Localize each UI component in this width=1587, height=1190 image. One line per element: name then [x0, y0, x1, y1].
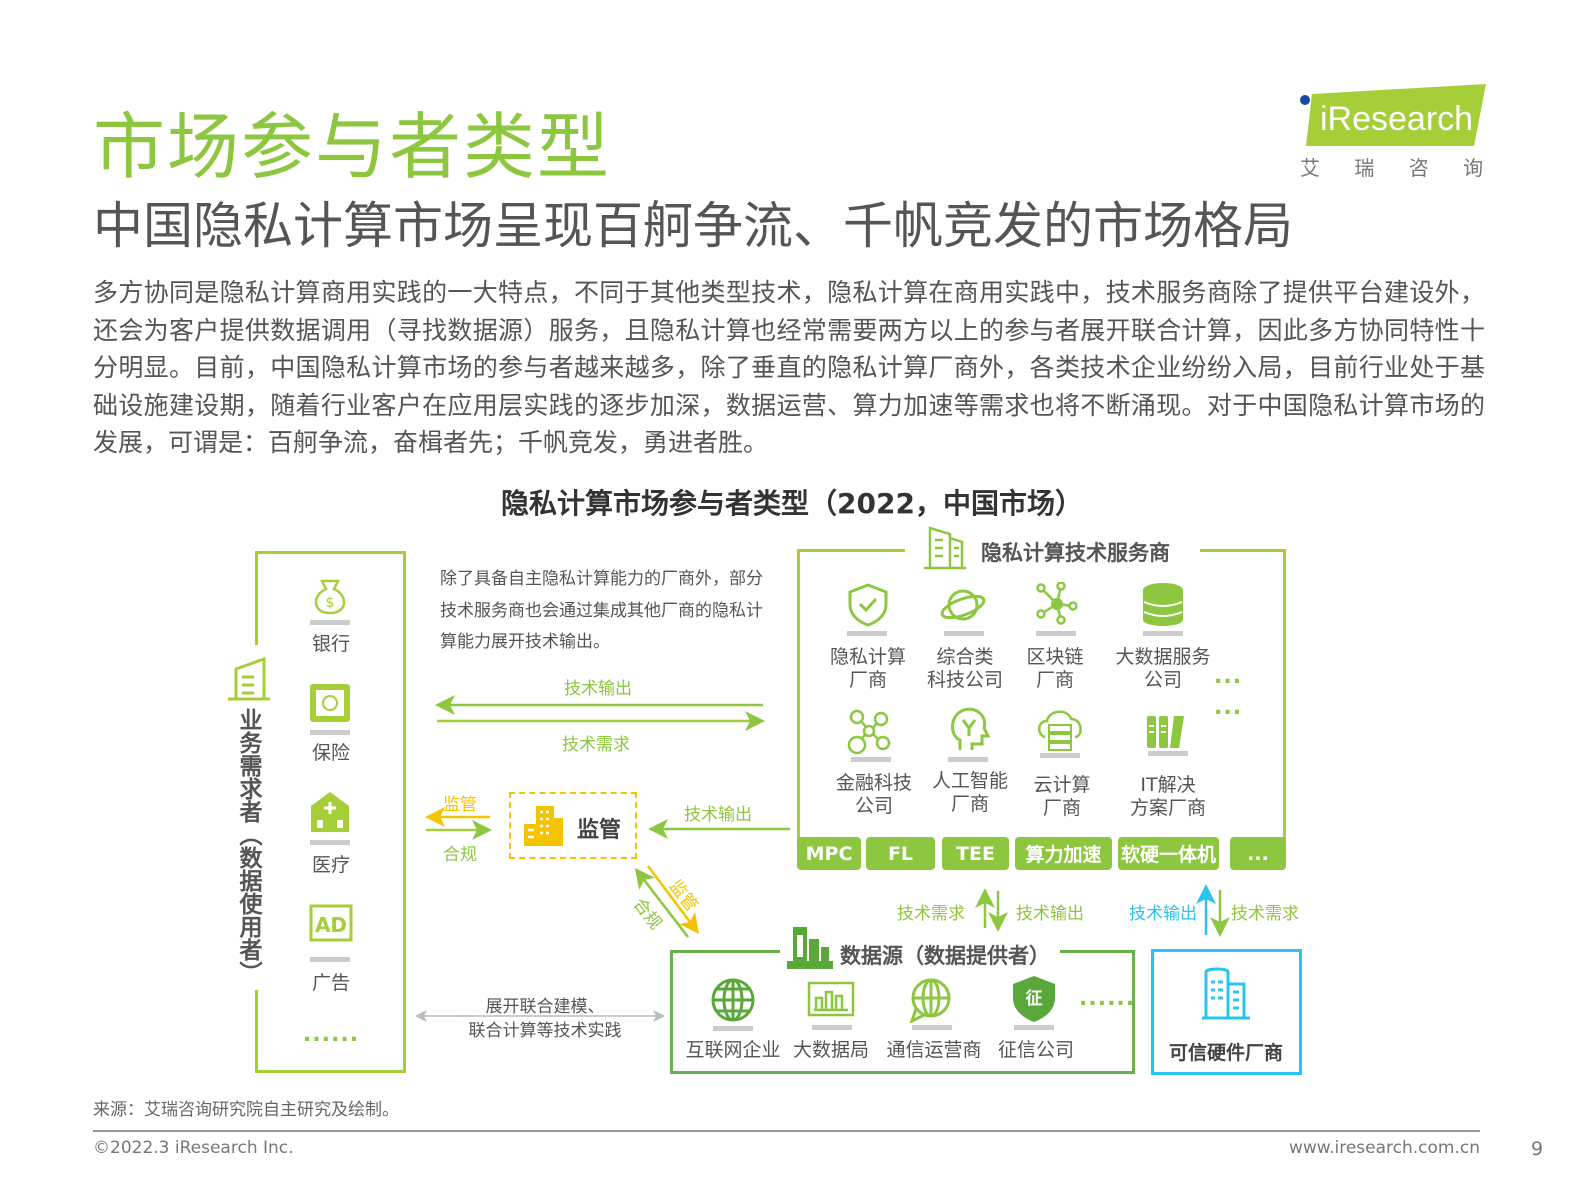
tab-integrated-machine: 软硬一体机: [1118, 837, 1219, 870]
hardware-building-icon: [1202, 967, 1250, 1020]
logo-mark: iResearch: [1300, 84, 1486, 146]
building-icon: [228, 656, 270, 701]
safe-icon: [310, 684, 350, 722]
supervise-label: 监管: [443, 795, 477, 815]
demand-item: 广告: [311, 972, 351, 994]
hospital-icon: [311, 792, 349, 832]
credit-shield-icon: 征: [1013, 976, 1055, 1022]
datasource-item: 大数据局: [792, 1039, 870, 1061]
footer-divider: [93, 1130, 1480, 1132]
provider-type: 云计算厂商: [1033, 774, 1091, 819]
demand-label: 业务需求者（数据使用者）: [235, 708, 261, 984]
demand-item: 医疗: [311, 854, 351, 876]
demand-item: 保险: [311, 742, 351, 764]
tab-fl: FL: [866, 837, 935, 870]
provider-type: 大数据服务公司: [1115, 646, 1211, 691]
bar-chart-icon: [787, 927, 833, 969]
diagram-title: 隐私计算市场参与者类型（2022，中国市场）: [501, 487, 1083, 520]
arrow-label: 技术输出: [564, 679, 632, 699]
database-icon: [1143, 583, 1183, 626]
tech-output-label: 技术输出: [684, 805, 752, 825]
regulator-box: [509, 792, 637, 859]
arrow-label: 技术需求: [562, 735, 630, 755]
page-title: 市场参与者类型: [93, 105, 612, 189]
svg-text:iResearch: iResearch: [1320, 100, 1473, 138]
money-bag-icon: $: [314, 579, 346, 615]
provider-type: 区块链厂商: [1026, 646, 1084, 691]
provider-title: 隐私计算技术服务商: [981, 541, 1170, 565]
supervise-label: 监管: [664, 876, 702, 916]
arrow-label: 技术需求: [897, 904, 965, 924]
planet-icon: [940, 589, 986, 621]
ad-icon: AD: [309, 904, 353, 942]
provider-type: 人工智能厂商: [931, 770, 1009, 815]
tab-tee: TEE: [942, 837, 1009, 870]
more-dots: ......: [1079, 986, 1136, 1011]
more-dots: ...: [1214, 664, 1243, 689]
joint-practice-label: 展开联合建模、联合计算等技术实践: [468, 997, 622, 1041]
comply-label: 合规: [628, 894, 666, 934]
office-building-icon: [524, 806, 563, 846]
tab-mpc: MPC: [797, 837, 861, 870]
intro-paragraph: 多方协同是隐私计算商用实践的一大特点，不同于其他类型技术，隐私计算在商用实践中，…: [93, 278, 1485, 457]
provider-type: 综合类科技公司: [926, 646, 1004, 691]
svg-text:AD: AD: [315, 913, 347, 937]
books-icon: [1147, 716, 1184, 748]
arrow-label: 技术需求: [1231, 904, 1299, 924]
demand-item: 银行: [311, 633, 351, 655]
ai-head-icon: [951, 707, 990, 750]
stats-board-icon: [807, 981, 855, 1017]
logo: iResearch: [1298, 84, 1488, 148]
arrow-label: 技术输出: [1016, 904, 1084, 924]
copyright: ©2022.3 iResearch Inc.: [93, 1138, 294, 1158]
hardware-title: 可信硬件厂商: [1168, 1042, 1284, 1064]
provider-type: IT解决方案厂商: [1129, 774, 1207, 819]
page-number: 9: [1531, 1138, 1544, 1160]
arrow-label: 技术输出: [1129, 904, 1197, 924]
subtitle: 中国隐私计算市场呈现百舸争流、千帆竞发的市场格局: [93, 197, 1293, 255]
hardware-box: [1151, 949, 1302, 1075]
molecule-icon: [847, 709, 891, 755]
datasource-item: 互联网企业: [685, 1039, 781, 1061]
provider-type: 隐私计算厂商: [829, 646, 907, 691]
shield-check-icon: [848, 583, 888, 627]
datasource-item: 通信运营商: [886, 1039, 982, 1061]
more-dots: ......: [302, 1022, 360, 1047]
comply-label: 合规: [443, 845, 477, 865]
tab-compute-acceleration: 算力加速: [1015, 837, 1112, 870]
globe-refresh-icon: [909, 978, 951, 1023]
datasource-title: 数据源（数据提供者）: [840, 944, 1050, 968]
svg-text:$: $: [326, 595, 335, 611]
building-icon: [924, 526, 966, 570]
logo-cn: 艾 瑞 咨 询: [1300, 156, 1498, 180]
network-icon: [1036, 582, 1078, 625]
more-dots: ...: [1214, 695, 1243, 720]
datasource-item: 征信公司: [997, 1039, 1075, 1061]
svg-text:征: 征: [1026, 988, 1043, 1009]
provider-type: 金融科技公司: [835, 772, 913, 817]
website-link[interactable]: www.iresearch.com.cn: [1288, 1138, 1480, 1158]
regulator-label: 监管: [577, 818, 622, 843]
note-text: 除了具备自主隐私计算能力的厂商外，部分技术服务商也会通过集成其他厂商的隐私计算能…: [440, 569, 763, 652]
source-note: 来源：艾瑞咨询研究院自主研究及绘制。: [93, 1100, 399, 1120]
cloud-server-icon: [1038, 710, 1082, 751]
tab-more: ...: [1230, 837, 1286, 870]
globe-icon: [711, 978, 755, 1022]
